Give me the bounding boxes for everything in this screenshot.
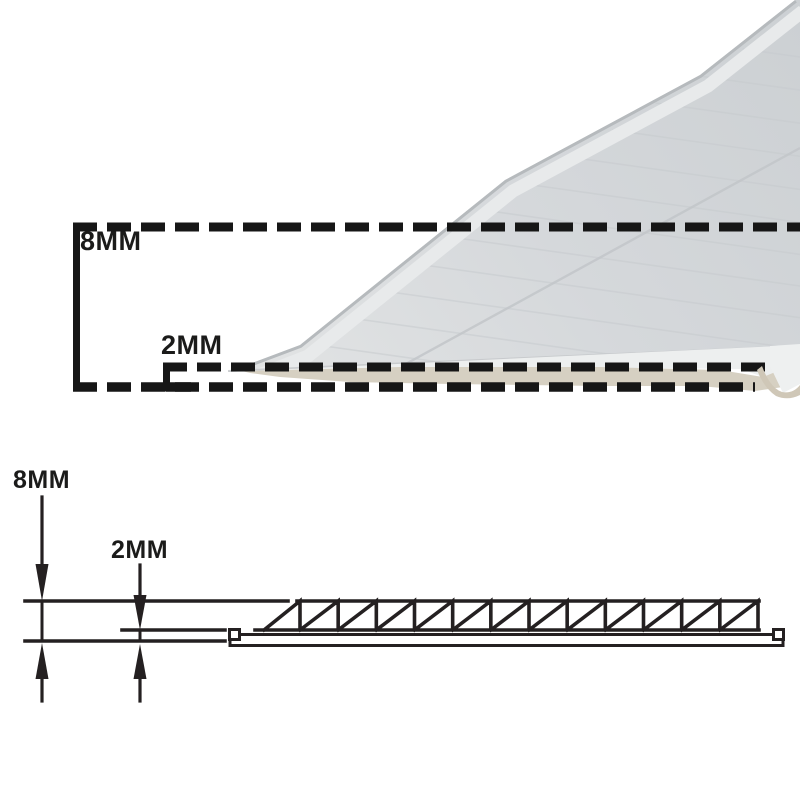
mat-edge-band <box>228 0 797 372</box>
arrow-8mm-down <box>35 495 49 601</box>
photo-dimension-overlay <box>73 222 800 392</box>
photo-base-label: 2MM <box>161 330 223 360</box>
mat-surface-grooves <box>324 48 800 372</box>
product-photo <box>227 0 800 391</box>
mat-border-groove <box>339 146 800 372</box>
base-bar-left-tab <box>228 628 241 641</box>
photo-height-label: 8MM <box>80 226 142 256</box>
mat-corner-wave <box>757 344 800 399</box>
mat-corner-beige <box>757 366 800 399</box>
arrow-8mm-up <box>35 643 49 703</box>
truss-web <box>253 597 761 633</box>
base-bar <box>228 633 785 647</box>
arrow-2mm-up <box>133 644 147 703</box>
base-bar-right-tab <box>772 628 785 641</box>
drawing-height-label: 8MM <box>13 466 71 494</box>
cross-section <box>23 495 785 703</box>
arrow-2mm-down <box>133 563 147 630</box>
mat-corner-white <box>770 344 800 393</box>
drawing-base-label: 2MM <box>111 536 169 564</box>
